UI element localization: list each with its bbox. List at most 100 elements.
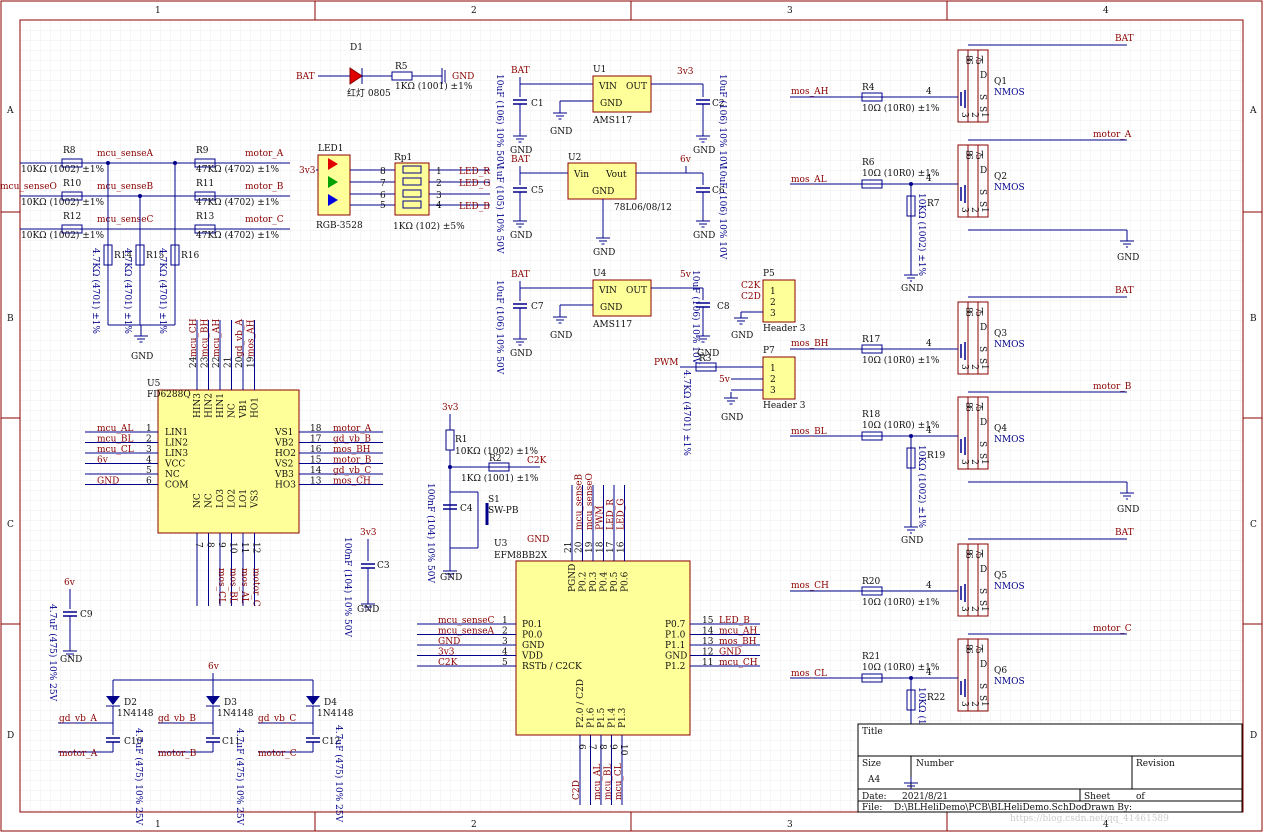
d4-value: 1N4148 <box>317 709 354 719</box>
svg-text:1: 1 <box>979 701 989 707</box>
svg-text:2: 2 <box>969 459 979 465</box>
u5-pin-name: HIN2 <box>205 393 215 418</box>
c1-value: 10uF (106) 10% 50V <box>494 74 505 169</box>
bridge-low-gate-ref: R21 <box>862 652 880 662</box>
u5-pin-net: mos_BL <box>228 568 238 604</box>
bridge-high-gate-ref: R4 <box>862 83 875 93</box>
c6-gnd: GND <box>693 231 715 241</box>
net-label-motor-a-sense: motor_A <box>245 149 284 159</box>
u2-regulator: BAT C5 1uF (105) 10% 50V GND Vin Vout GN… <box>494 153 728 260</box>
u5-pin-name: VS3 <box>251 489 261 509</box>
c9-value: 4.7uF (475) 10% 25V <box>47 604 58 702</box>
u3-pin-net: mcu_AH <box>719 627 757 637</box>
svg-text:3: 3 <box>959 701 969 707</box>
u3-pin-name: P0.6 <box>621 571 631 592</box>
svg-text:2: 2 <box>770 298 776 308</box>
svg-text:1: 1 <box>979 459 989 465</box>
u5-pin-name: LIN2 <box>165 439 188 449</box>
bridge-source-gnd: GND <box>1117 505 1139 515</box>
r1-3v3-label: 3v3 <box>442 403 459 413</box>
c2-ref: C2 <box>712 99 725 109</box>
u5-pin-num: 1 <box>146 424 152 434</box>
svg-text:5: 5 <box>973 553 983 559</box>
u5-pin-num: 2 <box>146 435 152 445</box>
u5-pin-net: mcu_AL <box>97 424 133 434</box>
u4-gnd-label: GND <box>550 331 572 341</box>
u5-pin-num: 7 <box>193 542 203 548</box>
u4-bat-label: BAT <box>511 270 530 280</box>
bridge-low-gate-net: mos_AL <box>791 175 827 185</box>
u5-pin-num: 5 <box>146 466 152 476</box>
u3-pin-net: LED_B <box>719 616 750 626</box>
bridge-motor-net: motor_C <box>1093 624 1132 634</box>
mosfet-type: NMOS <box>994 340 1025 350</box>
bridge-pulldown-gnd: GND <box>901 536 923 546</box>
svg-text:D: D <box>980 71 987 81</box>
u5-pin-num: 8 <box>205 542 215 548</box>
u3-pin-name: P0.7 <box>665 620 686 630</box>
r8-ref: R8 <box>63 146 76 156</box>
r16-ref: R16 <box>181 251 200 261</box>
p7-header: 123 P7 Header 3 PWM R3 4.7KΩ (4701) ±1% … <box>654 346 806 456</box>
col-label-3: 3 <box>787 6 793 16</box>
bridge-low-gate-value: 10Ω (10R0) ±1% <box>862 168 940 179</box>
d4-motor-c: motor_C <box>258 749 297 759</box>
r15-value: 4.7KΩ (4701) ±1% <box>122 248 133 334</box>
u5-pin-num: 22 <box>212 357 222 368</box>
r11-value: 47KΩ (4702) ±1% <box>196 197 280 208</box>
u5-pin-net: motor_C <box>251 568 261 607</box>
d3-ref: D3 <box>224 698 237 708</box>
svg-text:4: 4 <box>926 581 932 591</box>
u3-pin-net: mos_BH <box>719 637 757 647</box>
c10-ref: C10 <box>124 737 143 747</box>
u5-pin-net: motor_A <box>333 424 372 434</box>
u4-gnd-pin: GND <box>600 303 622 313</box>
u3-pin-num: 10 <box>618 744 628 756</box>
u5-pin-num: 14 <box>310 466 322 476</box>
u5-pin-name: HIN1 <box>216 393 226 418</box>
mosfet-type: NMOS <box>994 677 1025 687</box>
svg-text:6: 6 <box>963 59 973 65</box>
u5-pin-num: 9 <box>216 542 226 548</box>
u5-pin-num: 12 <box>251 542 261 553</box>
d4-ref: D4 <box>324 698 337 708</box>
r8-value: 10KΩ (1002) ±1% <box>21 164 105 175</box>
u3-pin-num: 19 <box>585 541 595 553</box>
bridge-pulldown-ref: R19 <box>927 451 946 461</box>
u3-pin-name: P1.2 <box>665 662 685 672</box>
c2-gnd: GND <box>693 146 715 156</box>
u3-pin-name: P1.6 <box>587 707 597 728</box>
svg-text:3: 3 <box>959 459 969 465</box>
u5-pin-net: mcu_BH <box>201 319 211 357</box>
bridge-low-gate-net: mos_CL <box>791 669 827 679</box>
mosfet-ref: Q2 <box>994 172 1007 182</box>
svg-text:8: 8 <box>963 150 973 156</box>
net-label-bat: BAT <box>296 72 315 82</box>
r1-value: 10KΩ (1002) ±1% <box>455 446 539 457</box>
u3-pin-num: 2 <box>502 627 508 637</box>
col-label-1-bottom: 1 <box>155 820 161 830</box>
r15-ref: R15 <box>146 251 165 261</box>
u5-pin-name: LO2 <box>228 489 238 508</box>
net-label-motor-c-sense: motor_C <box>245 215 284 225</box>
row-label-b-right: B <box>1250 314 1257 324</box>
u3-pin-num: 16 <box>617 541 627 553</box>
p5-header: 123 P5 Header 3 C2K C2D GND <box>731 269 806 341</box>
bridge-low-gate-value: 10Ω (10R0) ±1% <box>862 420 940 431</box>
u5-pin-net: gd_vb_B <box>333 435 371 445</box>
u3-pin-net: mcu_CH <box>719 658 758 668</box>
c11-value: 4.7uF (475) 10% 25V <box>234 728 245 826</box>
revision-label: Revision <box>1136 759 1175 769</box>
u5-pin-num: 18 <box>310 424 322 434</box>
u3-pin-num: 13 <box>702 637 714 647</box>
u5-pin-num: 13 <box>310 477 322 487</box>
u5-pin-name: VCC <box>164 460 185 470</box>
s1-value: SW-PB <box>488 506 519 516</box>
u2-6v-label: 6v <box>680 155 692 165</box>
reset-circuit: 3v3 R1 10KΩ (1002) ±1% R2 1KΩ (1001) ±1%… <box>425 403 547 583</box>
